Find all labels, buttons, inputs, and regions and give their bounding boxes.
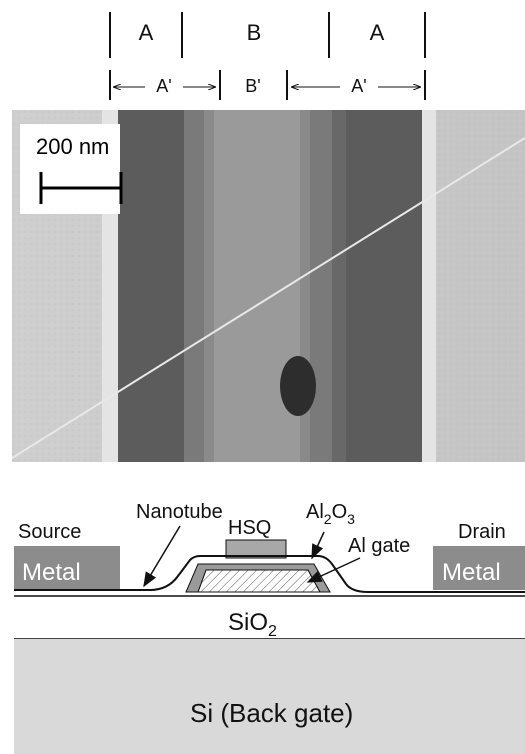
sio2-label: SiO2 bbox=[228, 609, 277, 640]
region-divider bbox=[328, 12, 330, 58]
source-metal bbox=[14, 546, 120, 590]
scale-bar-box bbox=[20, 124, 120, 214]
device-schematic: Si (Back gate) SiO2 Metal Metal Source D… bbox=[14, 501, 525, 754]
sem-micrograph: 200 nm bbox=[12, 110, 525, 462]
source-label: Source bbox=[18, 521, 81, 543]
region-label-b: B bbox=[246, 20, 262, 45]
sub-region-label-a-left: A' bbox=[156, 76, 172, 96]
drain-label: Drain bbox=[458, 521, 506, 543]
gate-stripe bbox=[332, 110, 346, 462]
sub-region-arrows bbox=[0, 70, 525, 100]
nanotube-label: Nanotube bbox=[136, 501, 223, 523]
hsq-label: HSQ bbox=[228, 517, 271, 539]
sub-region-divider bbox=[424, 70, 426, 100]
nanotube-pointer bbox=[143, 525, 181, 588]
region-divider bbox=[109, 12, 111, 58]
substrate-label: Si (Back gate) bbox=[190, 698, 353, 728]
sub-region-label-b: B' bbox=[245, 76, 261, 96]
sub-region-divider bbox=[286, 70, 288, 100]
sub-region-label-a-right: A' bbox=[351, 76, 367, 96]
sub-region-divider bbox=[219, 70, 221, 100]
region-label-a-left: A bbox=[138, 20, 154, 45]
hsq-block bbox=[225, 539, 287, 559]
drain-metal-label: Metal bbox=[442, 559, 501, 586]
region-label-a-right: A bbox=[369, 20, 385, 45]
al2o3-label: Al2O3 bbox=[306, 501, 355, 527]
source-metal-label: Metal bbox=[22, 559, 81, 586]
al-gate-label: Al gate bbox=[348, 535, 410, 557]
al-gate bbox=[197, 569, 321, 593]
al2o3-pointer bbox=[311, 531, 325, 560]
gate-stripe bbox=[184, 110, 204, 462]
al-gate-pointer bbox=[306, 557, 361, 583]
nanotube-line bbox=[14, 555, 525, 593]
right-contact-edge bbox=[418, 110, 436, 462]
gate-stripe bbox=[204, 110, 214, 462]
scale-bar-label: 200 nm bbox=[36, 134, 109, 159]
drain-metal bbox=[433, 546, 525, 590]
sio2-layer bbox=[14, 596, 525, 638]
gate-stripe bbox=[310, 110, 332, 462]
gate-stripe bbox=[300, 110, 310, 462]
region-divider bbox=[181, 12, 183, 58]
back-gate-substrate bbox=[14, 638, 525, 754]
nanotube-strand bbox=[12, 137, 525, 459]
region-divider bbox=[424, 12, 426, 58]
surface-particle bbox=[280, 356, 316, 416]
al2o3-layer bbox=[185, 563, 331, 593]
sub-region-divider bbox=[109, 70, 111, 100]
